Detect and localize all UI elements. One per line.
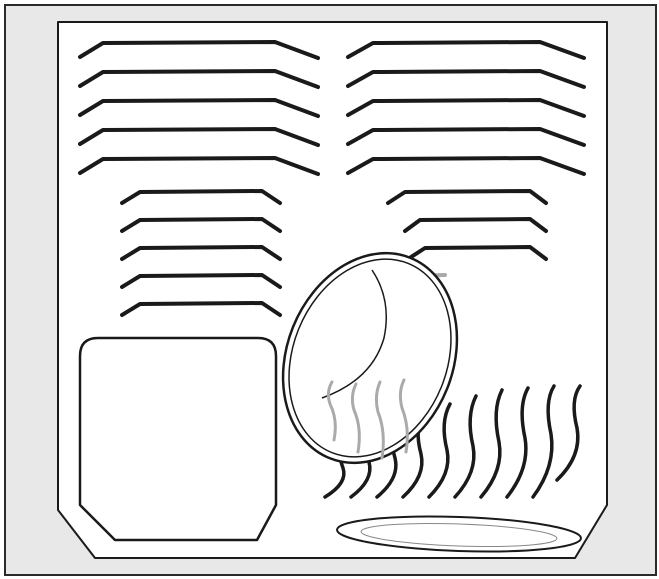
tine-row [346,69,586,89]
bowl [281,251,459,465]
bowl-outer-rim [281,251,459,465]
platter-outer [336,515,582,553]
plate-tine [427,402,452,499]
tine-row [78,98,320,118]
platter [336,515,582,553]
tine-row [78,69,320,89]
tine-row [346,98,586,118]
plate-tine [453,394,478,499]
left-lower-tine-rows [120,189,282,317]
platter-inner [360,522,558,548]
tine-row [120,245,282,261]
tine-row [386,189,548,205]
tine-row [120,273,282,289]
tine-row [120,301,282,317]
tine-row [406,245,548,261]
tine-row [346,127,586,147]
casserole-dish [78,336,278,542]
tine-row [78,156,320,176]
right-lower-tine-rows [386,189,548,261]
tine-row [78,40,320,60]
tine-row [346,40,586,60]
tine-row [403,217,548,233]
tine-row [120,189,282,205]
bowl-inner-curve [321,269,387,399]
plate-tine [479,388,504,499]
plate-tine [505,386,530,499]
tine-row [78,127,320,147]
plate-tine [531,384,556,499]
tine-row [120,217,282,233]
plate-tine [555,384,582,482]
tine-row [346,156,586,176]
tines-seen-through-bowl [326,378,409,460]
left-upper-tine-rows [78,40,320,176]
bowl-inner-rim [288,258,452,458]
right-upper-tine-rows [346,40,586,176]
